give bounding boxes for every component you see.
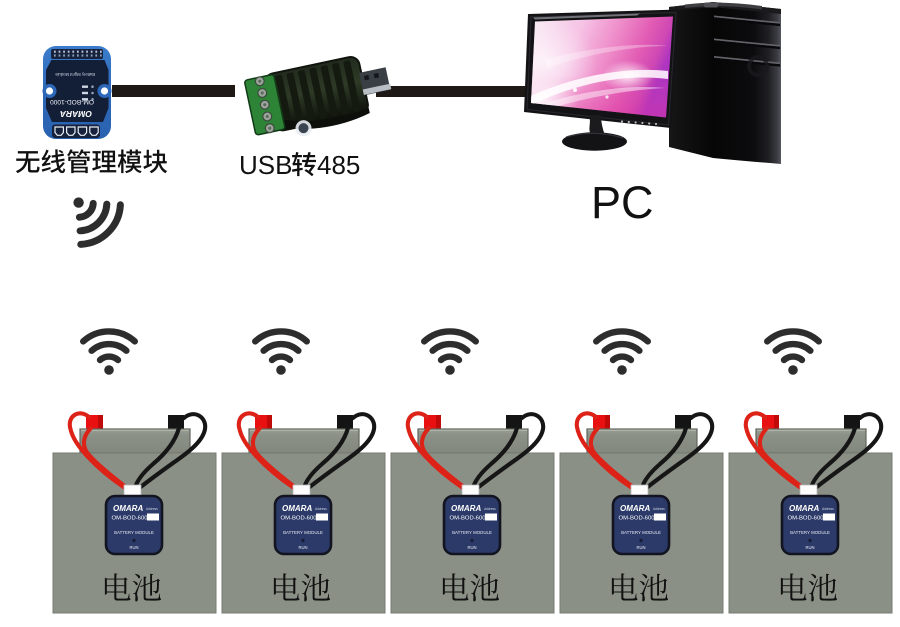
- svg-text:OMARA: OMARA: [60, 109, 92, 119]
- svg-text:OM-BOD-600: OM-BOD-600: [281, 516, 318, 522]
- svg-text:PC: PC: [591, 177, 654, 228]
- svg-text:RUN: RUN: [129, 545, 138, 550]
- svg-text:OM-BOD-1000: OM-BOD-1000: [50, 98, 94, 105]
- svg-text:USB: USB: [239, 150, 292, 180]
- svg-text:BATTERY MODULE: BATTERY MODULE: [114, 530, 154, 535]
- svg-text:OM-BOD-600: OM-BOD-600: [788, 516, 825, 522]
- svg-text:OMARA: OMARA: [620, 504, 650, 513]
- svg-text:BATTERY MODULE: BATTERY MODULE: [283, 530, 323, 535]
- svg-text:RUN: RUN: [467, 545, 476, 550]
- svg-text:BATTERY MODULE: BATTERY MODULE: [621, 530, 661, 535]
- svg-text:RUN: RUN: [636, 545, 645, 550]
- svg-text:RUN: RUN: [805, 545, 814, 550]
- svg-text:Address: Address: [146, 507, 158, 511]
- svg-text:Address: Address: [822, 507, 834, 511]
- svg-text:OM-BOD-600: OM-BOD-600: [619, 516, 656, 522]
- svg-text:OM-BOD-600: OM-BOD-600: [112, 516, 149, 522]
- svg-text:Address: Address: [315, 507, 327, 511]
- svg-text:BATTERY MODULE: BATTERY MODULE: [452, 530, 492, 535]
- svg-text:RUN: RUN: [298, 545, 307, 550]
- svg-text:485: 485: [317, 150, 360, 180]
- svg-text:OMARA: OMARA: [789, 504, 819, 513]
- svg-text:Address: Address: [484, 507, 496, 511]
- svg-text:Battery Mgmt Module: Battery Mgmt Module: [55, 72, 95, 77]
- svg-text:OMARA: OMARA: [282, 504, 312, 513]
- svg-text:OMARA: OMARA: [113, 504, 143, 513]
- svg-text:OMARA: OMARA: [451, 504, 481, 513]
- svg-text:Address: Address: [653, 507, 665, 511]
- svg-text:BATTERY MODULE: BATTERY MODULE: [790, 530, 830, 535]
- svg-text:OM-BOD-600: OM-BOD-600: [450, 516, 487, 522]
